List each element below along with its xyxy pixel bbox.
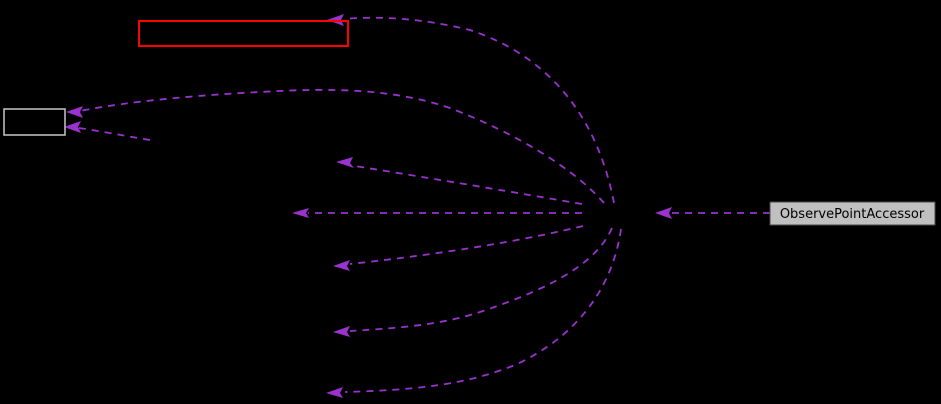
plain-node-box[interactable]: [3, 108, 66, 136]
edge-group: [78, 16, 770, 393]
arrowhead-group: [64, 14, 672, 398]
arrowhead-hidden-node-2: [292, 208, 309, 218]
arrowhead-hidden-node-1: [336, 157, 354, 168]
arrowhead-plain-node-lower: [64, 121, 81, 133]
arrowhead-center-node: [655, 207, 672, 219]
invisible-center-node: [582, 203, 656, 224]
arrowhead-hidden-node-3: [333, 260, 350, 271]
arrowhead-hidden-node-4: [333, 326, 350, 337]
accessor-node-box[interactable]: [769, 201, 936, 226]
accessor-node-label: ObservePointAccessor: [780, 207, 925, 222]
edge-to-hidden-node-5: [344, 228, 622, 393]
edge-to-plain-node-lower: [78, 127, 151, 141]
highlighted-node-box: [138, 20, 349, 47]
edge-to-hidden-node-3: [349, 225, 584, 265]
edge-to-plain-node-upper: [79, 89, 605, 204]
arrowhead-plain-node-upper: [66, 106, 83, 118]
arrowhead-hidden-node-5: [326, 387, 343, 398]
edge-to-hidden-node-4: [349, 227, 613, 332]
edge-to-hidden-node-1: [354, 165, 583, 205]
accessor-node[interactable]: ObservePointAccessor: [769, 201, 936, 226]
